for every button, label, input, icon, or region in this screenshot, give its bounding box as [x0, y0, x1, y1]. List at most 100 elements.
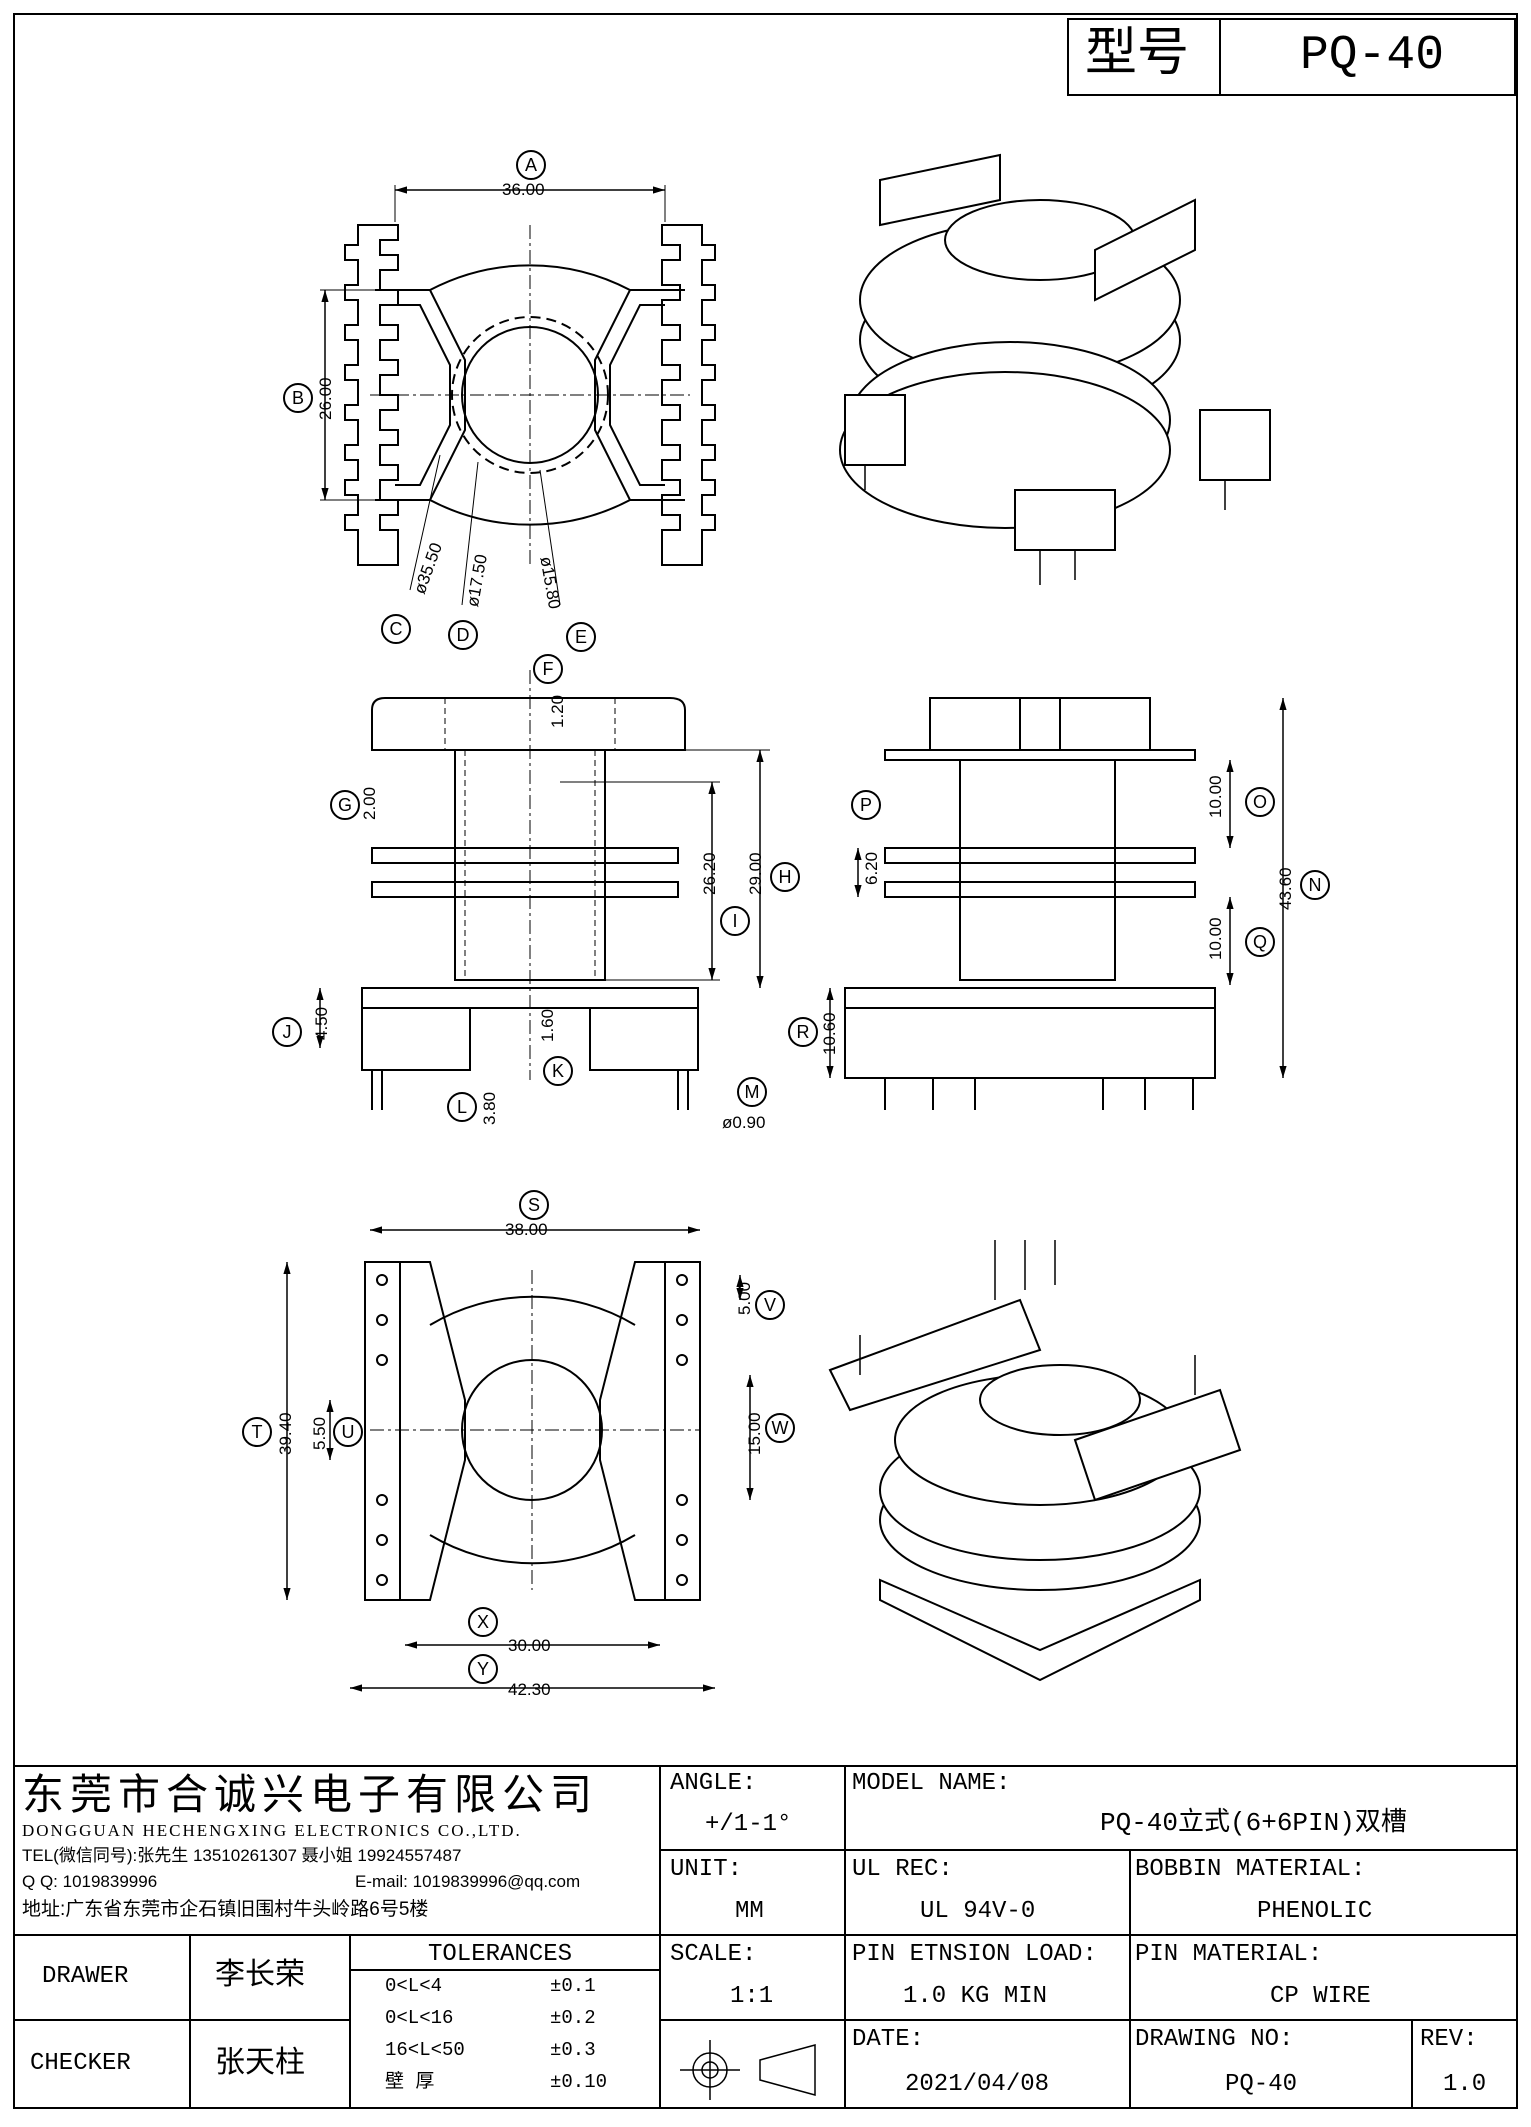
dim-label-K: K	[543, 1056, 573, 1086]
model-header-value: PQ-40	[1300, 29, 1445, 83]
dim-label-E: E	[566, 622, 596, 652]
drawing-no-label: DRAWING NO:	[1135, 2026, 1294, 2053]
side-left-mid-flange-1	[371, 847, 679, 864]
company-qq: Q Q: 1019839996	[22, 1872, 158, 1891]
dim-label-W: W	[765, 1413, 795, 1443]
drawer-name: 李长荣	[215, 1958, 305, 1991]
date-value: 2021/04/08	[905, 2071, 1050, 2098]
company-email: E-mail: 1019839996@qq.com	[355, 1872, 581, 1891]
checker-label: CHECKER	[30, 2050, 131, 2077]
top-view-right-terminal	[661, 224, 716, 566]
tolerances-label: TOLERANCES	[428, 1941, 573, 1968]
scale-label: SCALE:	[670, 1941, 757, 1968]
model-name-value: PQ-40立式(6+6PIN)双槽	[1100, 1808, 1407, 1838]
dim-value-Y: 42.30	[508, 1680, 551, 1699]
pin-material-label: PIN MATERIAL:	[1135, 1941, 1323, 1968]
top-view	[320, 185, 716, 606]
dim-value-T: 39.40	[276, 1412, 295, 1455]
dim-value-K: 1.60	[538, 1008, 557, 1042]
ul-label: UL REC:	[852, 1856, 953, 1883]
dim-value-A: 36.00	[502, 180, 545, 199]
tolerance-range-3: 16<L<50	[385, 2039, 465, 2061]
dim-label-N: N	[1300, 870, 1330, 900]
side-right-base	[844, 987, 1216, 1009]
tolerance-value-1: ±0.1	[550, 1975, 596, 1997]
side-right-mid-flange-1	[884, 847, 1196, 864]
dim-value-L: 3.80	[480, 1091, 499, 1125]
side-view-left	[316, 670, 770, 1110]
isometric-view-top	[839, 153, 1271, 585]
dim-label-A: A	[516, 150, 546, 180]
dim-label-D: D	[448, 620, 478, 650]
dim-value-S: 38.00	[505, 1220, 548, 1239]
tolerance-value-3: ±0.3	[550, 2039, 596, 2061]
bottom-view-left-terminal	[364, 1261, 401, 1601]
dim-value-F: 1.20	[548, 694, 567, 728]
angle-value: +/1-1°	[705, 1811, 792, 1838]
dim-value-M: ø0.90	[722, 1113, 766, 1132]
ul-value: UL 94V-0	[920, 1898, 1036, 1925]
tolerance-range-1: 0<L<4	[385, 1975, 443, 1997]
scale-value: 1:1	[730, 1983, 774, 2010]
dim-value-X: 30.00	[508, 1636, 551, 1655]
rev-value: 1.0	[1443, 2071, 1487, 2098]
bottom-view	[283, 1226, 754, 1692]
top-view-left-terminal	[344, 224, 399, 566]
dim-label-O: O	[1245, 787, 1275, 817]
dim-value-G: 2.00	[360, 786, 379, 820]
unit-label: UNIT:	[670, 1856, 743, 1883]
side-left-top-flange	[371, 697, 686, 751]
bobbin-material-value: PHENOLIC	[1257, 1898, 1373, 1925]
dim-label-J: J	[272, 1017, 302, 1047]
drawing-no-value: PQ-40	[1225, 2071, 1298, 2098]
dim-value-W: 15.00	[745, 1412, 764, 1455]
dim-value-B: 26.00	[316, 377, 335, 420]
projection-symbol	[680, 2040, 816, 2100]
dim-label-G: G	[330, 790, 360, 820]
dim-label-M: M	[737, 1077, 767, 1107]
dim-value-I: 26.20	[700, 852, 719, 895]
isometric-view-bottom	[828, 1240, 1242, 1682]
checker-name: 张天柱	[215, 2046, 305, 2079]
outer-border	[13, 13, 1518, 2109]
dim-value-Q: 10.00	[1206, 917, 1225, 960]
model-name-label: MODEL NAME:	[852, 1770, 1011, 1797]
dim-label-B: B	[283, 383, 313, 413]
company-address: 地址:广东省东莞市企石镇旧围村牛头岭路6号5楼	[22, 1899, 429, 1920]
dim-label-T: T	[242, 1417, 272, 1447]
side-right-mid-flange-2	[884, 881, 1196, 898]
company-name-cn: 东莞市合诚兴电子有限公司	[22, 1773, 599, 1819]
pin-material-value: CP WIRE	[1270, 1983, 1371, 2010]
bottom-view-right-terminal	[664, 1261, 701, 1601]
tolerance-value-4: ±0.10	[550, 2071, 608, 2093]
dim-value-P: 6.20	[862, 851, 881, 885]
tolerance-value-2: ±0.2	[550, 2007, 596, 2029]
drawer-label: DRAWER	[42, 1963, 129, 1990]
dim-label-H: H	[770, 862, 800, 892]
dim-value-O: 10.00	[1206, 775, 1225, 818]
pin-load-value: 1.0 KG MIN	[903, 1983, 1048, 2010]
dim-label-P: P	[851, 790, 881, 820]
dim-label-F: F	[533, 654, 563, 684]
side-right-core	[959, 759, 1116, 981]
bobbin-material-label: BOBBIN MATERIAL:	[1135, 1856, 1366, 1883]
dim-label-U: U	[333, 1417, 363, 1447]
dim-label-I: I	[720, 906, 750, 936]
dim-label-X: X	[468, 1607, 498, 1637]
dim-label-Q: Q	[1245, 927, 1275, 957]
dim-label-V: V	[755, 1290, 785, 1320]
dim-value-R: 10.60	[820, 1012, 839, 1055]
dim-label-Y: Y	[468, 1654, 498, 1684]
dim-label-R: R	[788, 1017, 818, 1047]
tolerance-range-2: 0<L<16	[385, 2007, 454, 2029]
pin-load-label: PIN ETNSION LOAD:	[852, 1941, 1097, 1968]
dim-value-H: 29.00	[746, 852, 765, 895]
top-view-flange-outline	[429, 264, 631, 526]
dim-value-V: 5.00	[735, 1281, 754, 1315]
model-header-label: 型号	[1085, 25, 1190, 82]
company-name-en: DONGGUAN HECHENGXING ELECTRONICS CO.,LTD…	[22, 1821, 522, 1840]
rev-label: REV:	[1420, 2026, 1478, 2053]
dim-label-S: S	[519, 1190, 549, 1220]
